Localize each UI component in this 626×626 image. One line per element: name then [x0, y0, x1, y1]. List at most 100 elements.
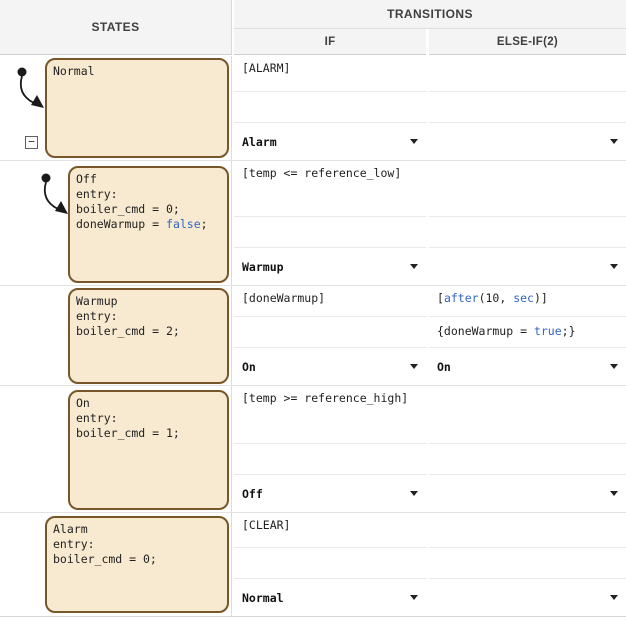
elseif-destination-dropdown[interactable]: On	[429, 348, 626, 385]
state-code-line: entry:	[76, 187, 221, 202]
elseif-action-cell[interactable]	[429, 444, 626, 475]
state-row-warmup: Warmupentry:boiler_cmd = 2;[doneWarmup]O…	[0, 285, 626, 385]
elseif-column-header: ELSE-IF(2)	[429, 29, 626, 55]
destination-state-label: On	[437, 360, 604, 374]
code-text: Off	[76, 172, 97, 186]
state-box-warmup[interactable]: Warmupentry:boiler_cmd = 2;	[68, 288, 229, 384]
if-action-cell[interactable]	[234, 548, 426, 579]
code-text: On	[76, 396, 90, 410]
collapse-icon[interactable]: −	[25, 136, 38, 149]
destination-state-label: Warmup	[242, 260, 404, 274]
code-text: boiler_cmd = 0;	[76, 202, 180, 216]
if-action-cell[interactable]	[234, 217, 426, 248]
transitions-column-header: TRANSITIONS	[234, 0, 626, 29]
if-column-header: IF	[234, 29, 426, 55]
state-code-line: On	[76, 396, 221, 411]
state-code-line: boiler_cmd = 0;	[76, 202, 221, 217]
code-text: boiler_cmd = 2;	[76, 324, 180, 338]
if-cell: [ALARM] Alarm	[234, 56, 426, 160]
chevron-down-icon[interactable]	[410, 491, 418, 496]
state-row-on: Onentry:boiler_cmd = 1;[temp >= referenc…	[0, 385, 626, 512]
elseif-destination-dropdown[interactable]	[429, 123, 626, 160]
code-text: ;	[201, 217, 208, 231]
if-condition-cell[interactable]: [ALARM]	[234, 56, 426, 92]
destination-state-label: Alarm	[242, 135, 404, 149]
if-condition-cell[interactable]: [doneWarmup]	[234, 286, 426, 317]
if-destination-dropdown[interactable]: Warmup	[234, 248, 426, 285]
if-cell: [CLEAR] Normal	[234, 513, 426, 616]
state-box-on[interactable]: Onentry:boiler_cmd = 1;	[68, 390, 229, 510]
states-column-header: STATES	[0, 0, 232, 55]
state-box-off[interactable]: Offentry:boiler_cmd = 0;doneWarmup = fal…	[68, 166, 229, 283]
state-row-off: Offentry:boiler_cmd = 0;doneWarmup = fal…	[0, 160, 626, 285]
code-text: Normal	[53, 64, 95, 78]
elseif-cell	[429, 56, 626, 160]
chevron-down-icon[interactable]	[610, 364, 618, 369]
default-transition-arrow	[7, 64, 47, 117]
elseif-cell: [after(10, sec)]{doneWarmup = true;} On	[429, 286, 626, 385]
code-text: entry:	[76, 411, 118, 425]
transitions-subheader-row: IF ELSE-IF(2)	[234, 29, 626, 55]
if-action-cell[interactable]	[234, 92, 426, 123]
elseif-condition-cell[interactable]	[429, 56, 626, 92]
if-action-cell[interactable]	[234, 317, 426, 348]
elseif-cell	[429, 513, 626, 616]
state-code-line: entry:	[76, 309, 221, 324]
elseif-destination-dropdown[interactable]	[429, 248, 626, 285]
elseif-destination-dropdown[interactable]	[429, 475, 626, 512]
chevron-down-icon[interactable]	[610, 491, 618, 496]
elseif-action-cell[interactable]	[429, 92, 626, 123]
code-text: Warmup	[76, 294, 118, 308]
if-destination-dropdown[interactable]: Off	[234, 475, 426, 512]
keyword-text: sec	[513, 291, 534, 305]
if-destination-dropdown[interactable]: Alarm	[234, 123, 426, 160]
keyword-text: false	[166, 217, 201, 231]
if-destination-dropdown[interactable]: On	[234, 348, 426, 385]
elseif-action-cell[interactable]: {doneWarmup = true;}	[429, 317, 626, 348]
state-code-line: boiler_cmd = 0;	[53, 552, 221, 567]
elseif-cell	[429, 386, 626, 512]
code-text: )]	[534, 291, 548, 305]
if-action-cell[interactable]	[234, 444, 426, 475]
elseif-action-cell[interactable]	[429, 217, 626, 248]
chevron-down-icon[interactable]	[410, 595, 418, 600]
states-cell: Offentry:boiler_cmd = 0;doneWarmup = fal…	[0, 161, 232, 285]
state-box-normal[interactable]: Normal	[45, 58, 229, 158]
elseif-condition-cell[interactable]: [after(10, sec)]	[429, 286, 626, 317]
if-cell: [temp <= reference_low] Warmup	[234, 161, 426, 285]
elseif-condition-cell[interactable]	[429, 513, 626, 548]
chevron-down-icon[interactable]	[610, 595, 618, 600]
code-text: {doneWarmup =	[437, 324, 534, 338]
chevron-down-icon[interactable]	[410, 264, 418, 269]
if-condition-cell[interactable]: [temp <= reference_low]	[234, 161, 426, 217]
state-code-line: Warmup	[76, 294, 221, 309]
transitions-header-group: TRANSITIONS IF ELSE-IF(2)	[234, 0, 626, 56]
code-text: ;}	[562, 324, 576, 338]
code-text: [CLEAR]	[242, 518, 290, 532]
elseif-action-cell[interactable]	[429, 548, 626, 579]
destination-state-label: On	[242, 360, 404, 374]
chevron-down-icon[interactable]	[610, 264, 618, 269]
default-transition-arrow	[31, 170, 71, 223]
if-destination-dropdown[interactable]: Normal	[234, 579, 426, 616]
elseif-condition-cell[interactable]	[429, 161, 626, 217]
chevron-down-icon[interactable]	[610, 139, 618, 144]
keyword-text: after	[444, 291, 479, 305]
code-text: doneWarmup =	[76, 217, 166, 231]
destination-state-label: Off	[242, 487, 404, 501]
destination-state-label: Normal	[242, 591, 404, 605]
state-box-alarm[interactable]: Alarmentry:boiler_cmd = 0;	[45, 516, 229, 613]
elseif-destination-dropdown[interactable]	[429, 579, 626, 616]
if-cell: [temp >= reference_high] Off	[234, 386, 426, 512]
state-code-line: boiler_cmd = 2;	[76, 324, 221, 339]
chevron-down-icon[interactable]	[410, 364, 418, 369]
state-code-line: Alarm	[53, 522, 221, 537]
chevron-down-icon[interactable]	[410, 139, 418, 144]
code-text: [temp <= reference_low]	[242, 166, 401, 180]
states-cell: − Normal	[0, 56, 232, 160]
code-text: [ALARM]	[242, 61, 290, 75]
if-condition-cell[interactable]: [CLEAR]	[234, 513, 426, 548]
elseif-condition-cell[interactable]	[429, 386, 626, 444]
state-code-line: doneWarmup = false;	[76, 217, 221, 232]
if-condition-cell[interactable]: [temp >= reference_high]	[234, 386, 426, 444]
